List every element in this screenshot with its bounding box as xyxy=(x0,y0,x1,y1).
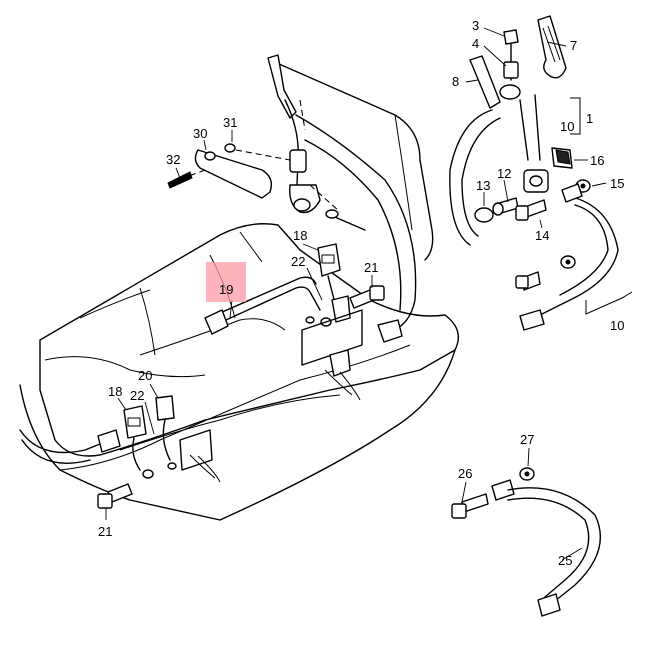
callout-10-lower[interactable]: 10 xyxy=(610,318,624,333)
callout-25[interactable]: 25 xyxy=(558,553,572,568)
callout-13[interactable]: 13 xyxy=(476,178,490,193)
callout-8[interactable]: 8 xyxy=(452,74,459,89)
callout-12[interactable]: 12 xyxy=(497,166,511,181)
callout-18-center[interactable]: 18 xyxy=(293,228,307,243)
callout-30[interactable]: 30 xyxy=(193,126,207,141)
center-buckle-assembly xyxy=(204,243,385,401)
left-buckle-assembly xyxy=(19,395,221,509)
callout-10-upper[interactable]: 10 xyxy=(560,119,574,134)
trim-cover-assembly xyxy=(167,143,291,199)
callout-4[interactable]: 4 xyxy=(472,36,479,51)
callout-32[interactable]: 32 xyxy=(166,152,180,167)
callout-22-left[interactable]: 22 xyxy=(130,388,144,403)
callout-14[interactable]: 14 xyxy=(535,228,549,243)
callout-26[interactable]: 26 xyxy=(458,466,472,481)
callout-22-center[interactable]: 22 xyxy=(291,254,305,269)
callout-15[interactable]: 15 xyxy=(610,176,624,191)
callout-19[interactable]: 19 xyxy=(219,282,233,297)
callout-1[interactable]: 1 xyxy=(586,111,593,126)
callout-3[interactable]: 3 xyxy=(472,18,479,33)
lower-lap-belt-assembly xyxy=(451,467,602,617)
callout-18-left[interactable]: 18 xyxy=(108,384,122,399)
callout-19-highlight xyxy=(206,262,246,302)
callout-20[interactable]: 20 xyxy=(138,368,152,383)
callout-31[interactable]: 31 xyxy=(223,115,237,130)
callout-7[interactable]: 7 xyxy=(570,38,577,53)
callout-21-left[interactable]: 21 xyxy=(98,524,112,539)
callout-27[interactable]: 27 xyxy=(520,432,534,447)
rear-bench-seat xyxy=(19,59,459,521)
center-shoulder-belt xyxy=(267,54,417,343)
right-shoulder-belt-assembly xyxy=(449,15,633,331)
callout-16[interactable]: 16 xyxy=(590,153,604,168)
callout-labels: 3 4 7 8 10 1 12 13 16 15 14 10 30 31 32 … xyxy=(98,18,624,568)
callout-21-center[interactable]: 21 xyxy=(364,260,378,275)
